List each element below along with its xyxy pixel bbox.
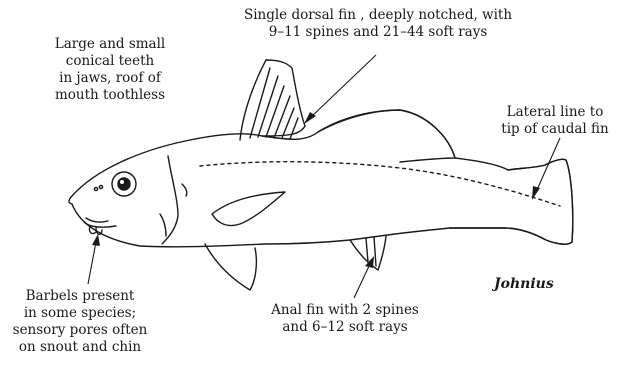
teeth-label-line-2: conical teeth xyxy=(30,53,190,70)
dorsal-fin-soft xyxy=(318,110,455,162)
body-outline-lower xyxy=(72,204,450,247)
barbels-label-line-4: on snout and chin xyxy=(0,339,160,356)
dorsal-fin-spiny xyxy=(240,60,305,140)
teeth-label-line-1: Large and small xyxy=(30,36,190,53)
lateral-line-label-line-2: tip of caudal fin xyxy=(490,121,620,138)
anal-fin-arrow xyxy=(354,264,370,298)
anal-fin-label-line-2: and 6–12 soft rays xyxy=(250,319,440,336)
anal-fin-label: Anal fin with 2 spines and 6–12 soft ray… xyxy=(250,302,440,336)
barbels-label-line-2: in some species; xyxy=(0,305,160,322)
dorsal-fin-label-line-2: 9–11 spines and 21–44 soft rays xyxy=(228,24,528,41)
dorsal-fin-label-line-1: Single dorsal fin , deeply notched, with xyxy=(228,7,528,24)
mouth xyxy=(84,218,116,227)
snout xyxy=(69,196,72,204)
lateral-line-arrow xyxy=(536,138,560,192)
eye-pupil xyxy=(118,178,130,190)
gill-cover xyxy=(162,156,178,244)
caudal-fin xyxy=(504,159,573,244)
pectoral-fin xyxy=(212,192,285,226)
lateral-line-label: Lateral line to tip of caudal fin xyxy=(490,104,620,138)
teeth-label-line-4: mouth toothless xyxy=(30,87,190,104)
anal-fin-label-line-1: Anal fin with 2 spines xyxy=(250,302,440,319)
teeth-label: Large and small conical teeth in jaws, r… xyxy=(30,36,190,104)
dorsal-fin-label: Single dorsal fin , deeply notched, with… xyxy=(228,7,528,41)
barbels-label: Barbels present in some species; sensory… xyxy=(0,288,160,356)
barbels-label-line-1: Barbels present xyxy=(0,288,160,305)
teeth-label-line-3: in jaws, roof of xyxy=(30,70,190,87)
barbels-label-line-3: sensory pores often xyxy=(0,322,160,339)
lateral-line-label-line-1: Lateral line to xyxy=(490,104,620,121)
barbels-arrow xyxy=(88,242,96,284)
pelvic-fin xyxy=(205,244,256,290)
dorsal-fin-arrow xyxy=(310,55,376,118)
genus-name: Johnius xyxy=(494,276,554,292)
